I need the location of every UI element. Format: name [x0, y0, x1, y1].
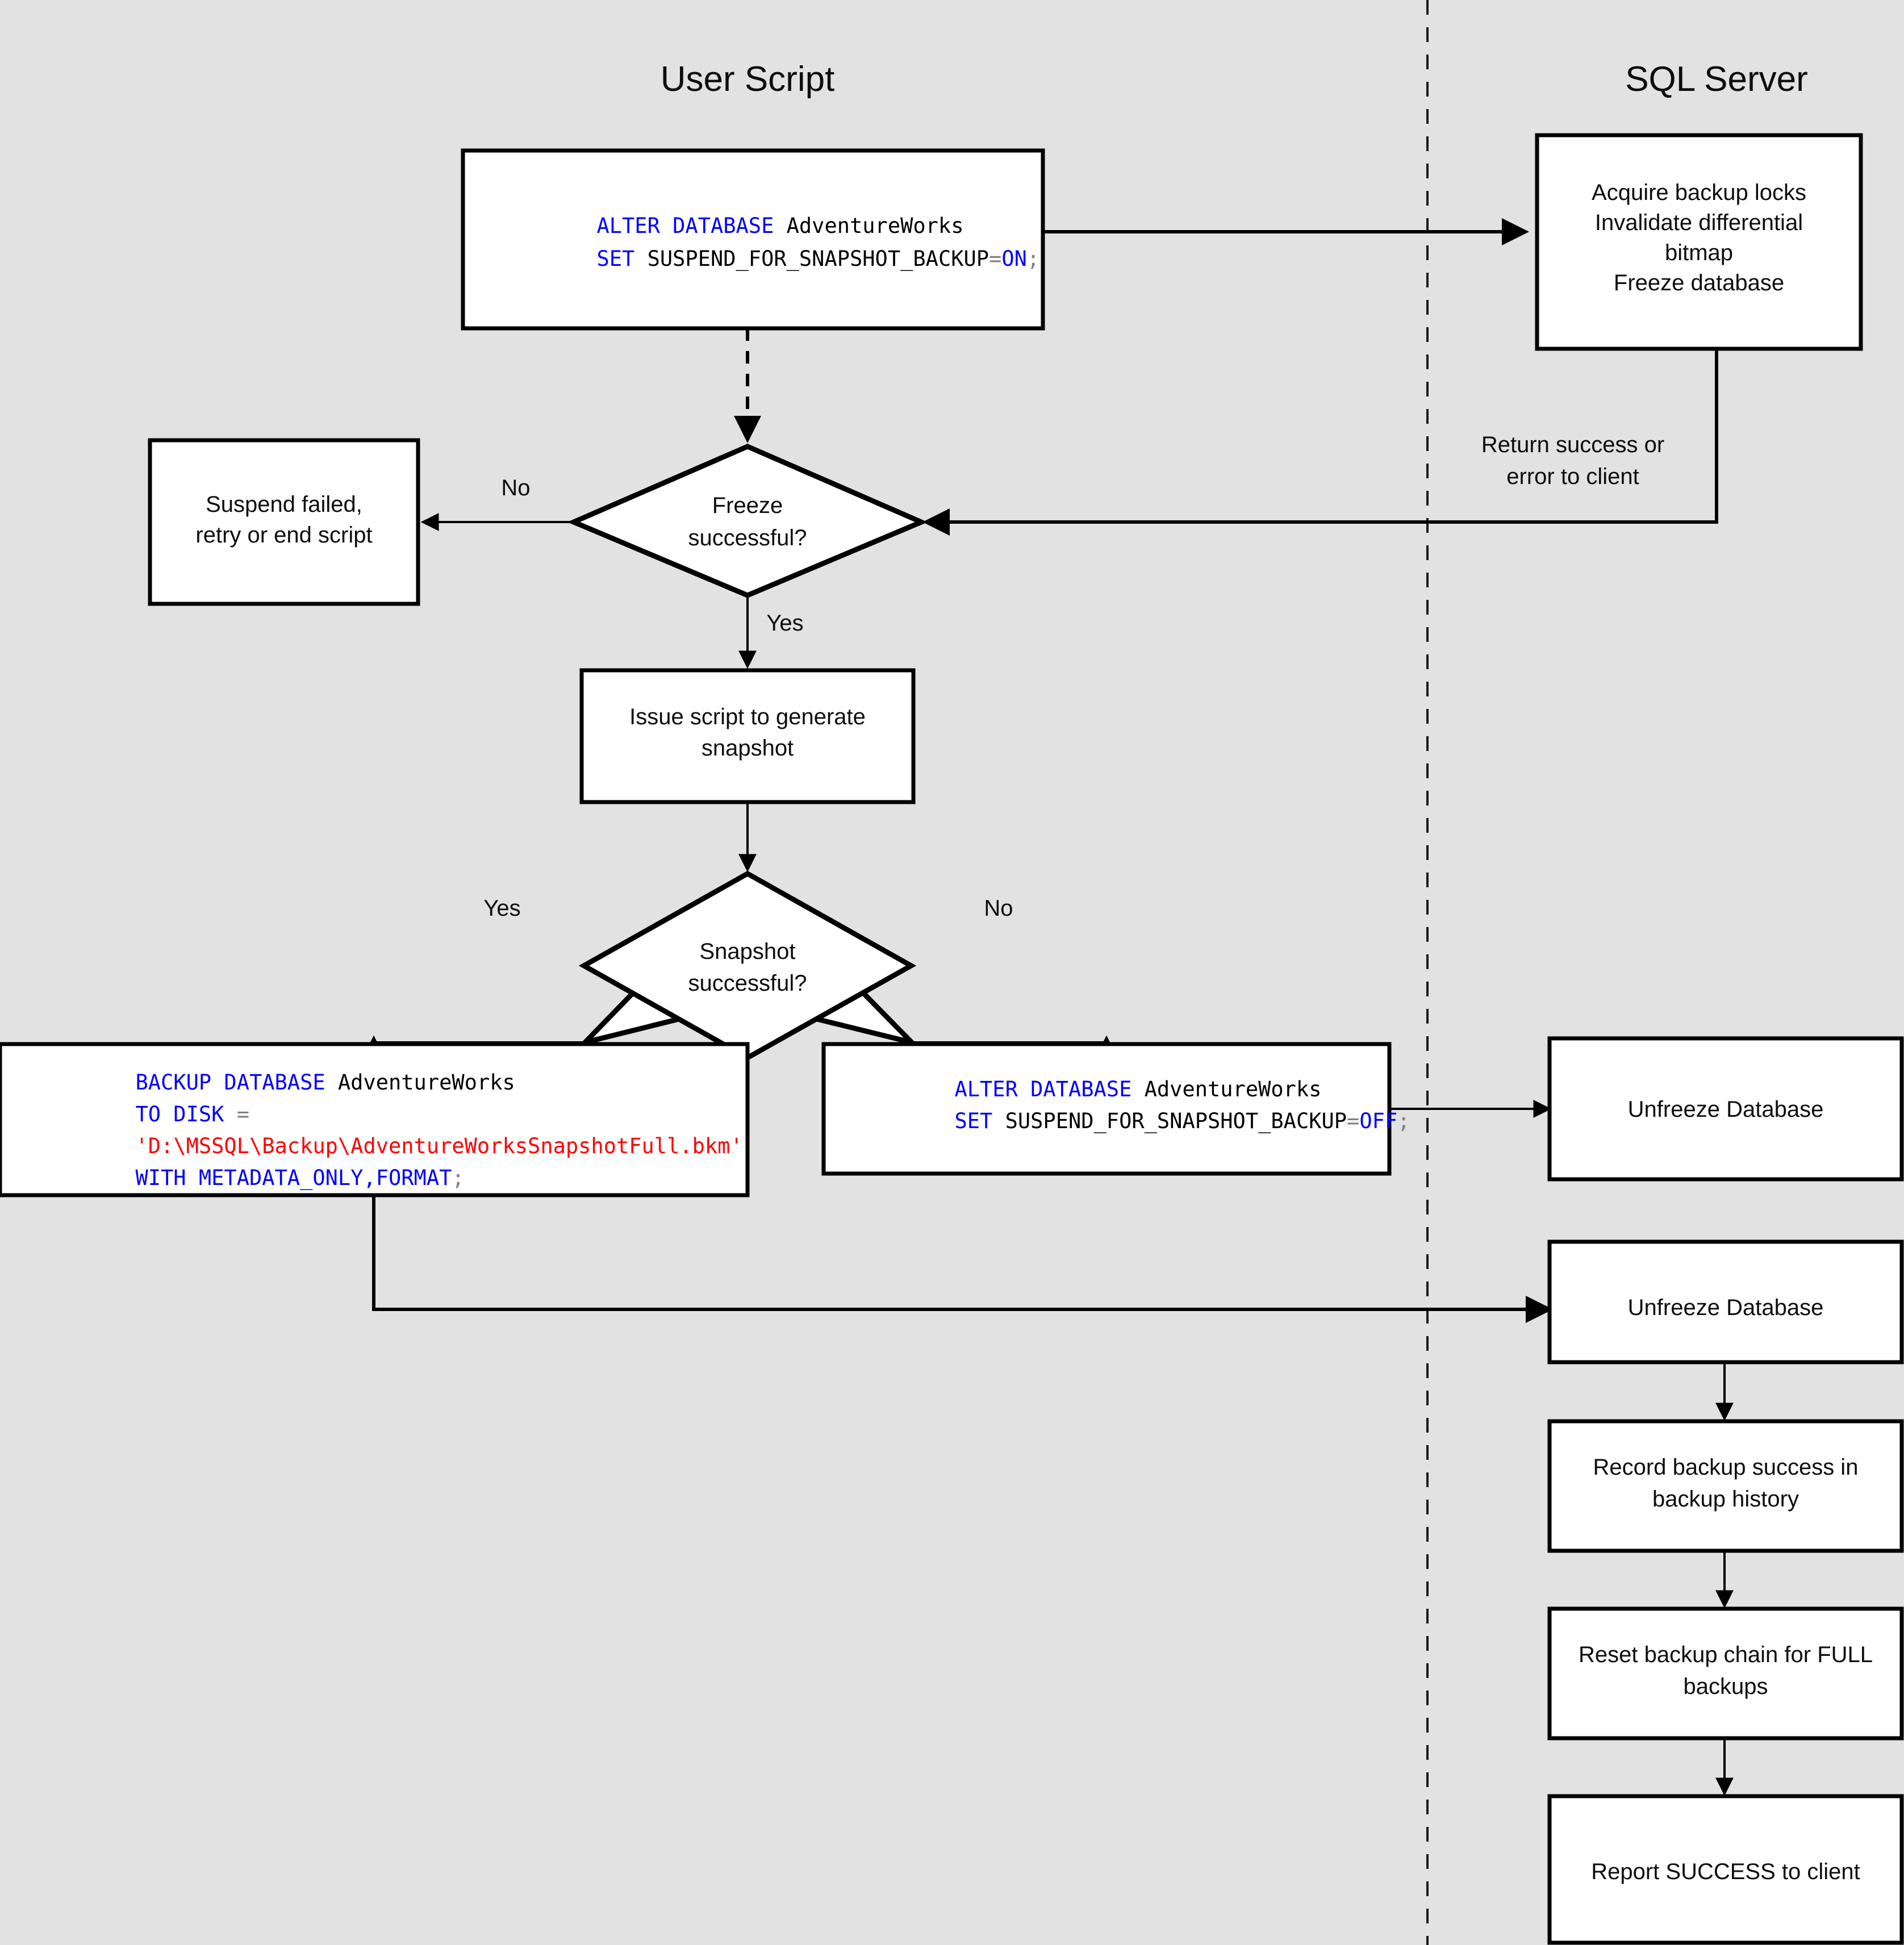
node-freeze-successful-decision[interactable]: Freeze successful?: [567, 444, 928, 598]
node-text-line: Unfreeze Database: [1628, 1097, 1824, 1122]
edge-acquire-locks-to-freeze-decision: [922, 349, 1718, 536]
node-text-line: Unfreeze Database: [1628, 1295, 1824, 1320]
node-text-line: retry or end script: [195, 523, 372, 548]
node-text-line: Freeze: [712, 493, 783, 518]
node-text-line: Reset backup chain for FULL: [1579, 1642, 1873, 1667]
edge-label-freeze-yes: Yes: [766, 611, 803, 636]
node-text-line: backups: [1684, 1674, 1768, 1699]
code-line-alter-off-2: SET SUSPEND_FOR_SNAPSHOT_BACKUP=OFF;: [841, 1109, 1498, 1134]
node-text-line: Acquire backup locks: [1592, 180, 1806, 205]
node-text-line: Invalidate differential: [1595, 210, 1803, 235]
code-line-alter-on-2: SET SUSPEND_FOR_SNAPSHOT_BACKUP=ON;: [483, 247, 1128, 272]
edge-label-return-success: Return success or error to client: [1481, 432, 1664, 489]
edge-label-line: error to client: [1506, 464, 1639, 489]
node-alter-database-off[interactable]: ALTER DATABASE AdventureWorks SET SUSPEN…: [821, 1042, 1498, 1176]
edge-label-line: Return success or: [1481, 432, 1664, 457]
node-text-line: Freeze database: [1614, 270, 1784, 295]
edge-label-snapshot-no: No: [984, 896, 1013, 921]
node-unfreeze-database-2[interactable]: Unfreeze Database: [1547, 1239, 1904, 1364]
node-text-line: snapshot: [702, 736, 794, 761]
node-text-line: Snapshot: [699, 939, 795, 964]
node-text-line: Issue script to generate: [629, 704, 866, 729]
code-line-alter-off-1: ALTER DATABASE AdventureWorks: [841, 1077, 1410, 1101]
node-text-line: Record backup success in: [1593, 1455, 1859, 1480]
node-reset-backup-chain[interactable]: Reset backup chain for FULL backups: [1547, 1606, 1904, 1741]
code-line-backup-1: BACKUP DATABASE AdventureWorks: [22, 1070, 604, 1095]
lane-title-user-script: User Script: [661, 60, 835, 99]
node-unfreeze-database-1[interactable]: Unfreeze Database: [1547, 1036, 1904, 1182]
node-suspend-failed[interactable]: Suspend failed, retry or end script: [148, 438, 420, 606]
node-text-line: backup history: [1652, 1487, 1799, 1512]
code-line-backup-2: TO DISK =: [22, 1102, 338, 1126]
edge-backup-database-to-unfreeze-2: [372, 1195, 1553, 1323]
node-record-backup-success[interactable]: Record backup success in backup history: [1547, 1419, 1904, 1553]
edge-label-freeze-no: No: [501, 475, 530, 500]
lane-title-sql-server: SQL Server: [1625, 60, 1808, 99]
node-text-line: Suspend failed,: [206, 492, 362, 517]
node-snapshot-successful-decision[interactable]: Snapshot successful?: [577, 870, 920, 1061]
node-text-line: successful?: [688, 971, 807, 996]
code-line-alter-on-1: ALTER DATABASE AdventureWorks: [483, 214, 1052, 238]
code-line-backup-4: WITH METADATA_ONLY,FORMAT;: [22, 1166, 553, 1191]
node-text-line: Report SUCCESS to client: [1591, 1859, 1860, 1884]
node-backup-database[interactable]: BACKUP DATABASE AdventureWorks TO DISK =…: [0, 1042, 832, 1197]
node-acquire-backup-locks[interactable]: Acquire backup locks Invalidate differen…: [1535, 133, 1863, 351]
node-text-line: successful?: [688, 525, 807, 550]
edge-snapshot-yes-to-backup-database: [365, 1035, 585, 1054]
edge-snapshot-no-to-alter-off: [910, 1035, 1116, 1054]
code-line-backup-3: 'D:\MSSQL\Backup\AdventureWorksSnapshotF…: [22, 1134, 832, 1158]
node-report-success-to-client[interactable]: Report SUCCESS to client: [1547, 1794, 1904, 1945]
node-issue-script-to-generate-snapshot[interactable]: Issue script to generate snapshot: [579, 668, 916, 804]
node-text-line: bitmap: [1665, 240, 1733, 265]
edge-label-snapshot-yes: Yes: [483, 896, 520, 921]
node-alter-database-on[interactable]: ALTER DATABASE AdventureWorks SET SUSPEN…: [461, 148, 1128, 331]
